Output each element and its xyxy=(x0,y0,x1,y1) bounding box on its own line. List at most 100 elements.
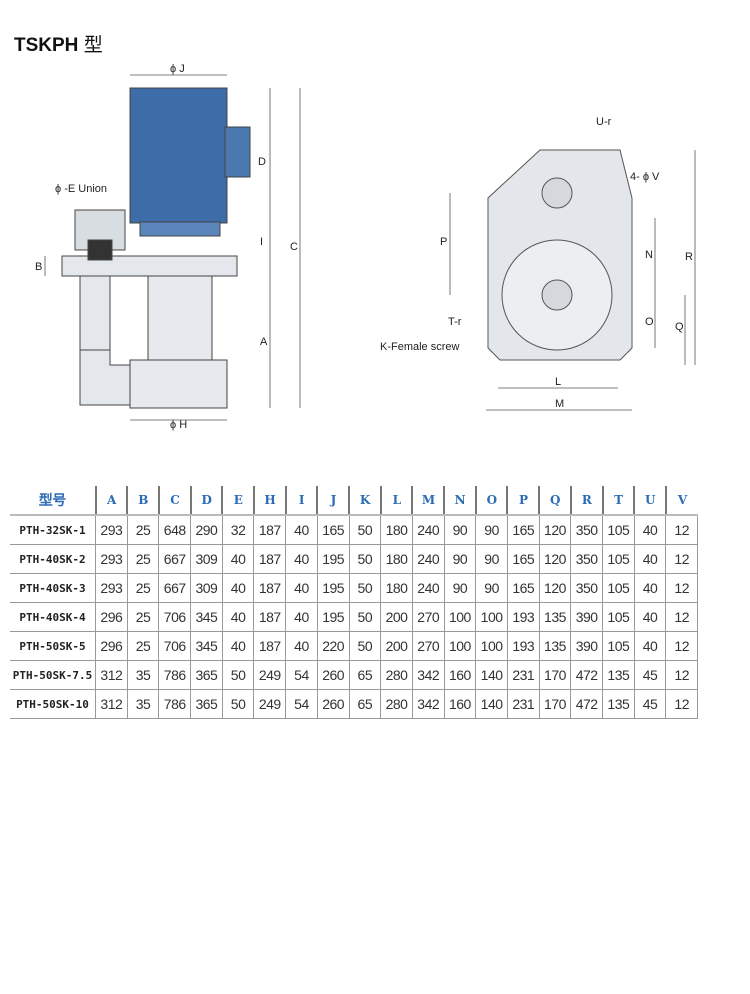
value-cell: 160 xyxy=(443,660,477,690)
value-cell: 50 xyxy=(348,573,382,603)
value-cell: 120 xyxy=(538,544,572,574)
value-cell: 193 xyxy=(506,602,540,632)
label-b: B xyxy=(35,261,42,273)
label-t-r: T-r xyxy=(448,316,462,328)
value-cell: 50 xyxy=(348,631,382,661)
value-cell: 135 xyxy=(602,689,635,719)
label-o: O xyxy=(645,316,654,328)
value-cell: 309 xyxy=(190,573,223,603)
value-cell: 25 xyxy=(126,573,160,603)
value-cell: 40 xyxy=(633,544,667,574)
value-cell: 472 xyxy=(570,689,603,719)
value-cell: 90 xyxy=(475,573,508,603)
value-cell: 260 xyxy=(316,660,350,690)
value-cell: 180 xyxy=(380,514,413,545)
value-cell: 342 xyxy=(411,689,445,719)
header-p: P xyxy=(506,486,540,516)
value-cell: 32 xyxy=(221,514,255,545)
value-cell: 667 xyxy=(158,544,192,574)
value-cell: 193 xyxy=(506,631,540,661)
header-r: R xyxy=(569,486,603,516)
label-c: C xyxy=(290,241,298,253)
label-m: M xyxy=(555,398,564,410)
value-cell: 345 xyxy=(190,602,223,632)
value-cell: 170 xyxy=(538,660,572,690)
value-cell: 120 xyxy=(538,573,572,603)
value-cell: 187 xyxy=(253,544,287,574)
title-model: TSKPH xyxy=(14,35,79,56)
label-r: R xyxy=(685,251,693,263)
value-cell: 160 xyxy=(443,689,477,719)
label-l: L xyxy=(555,376,561,388)
value-cell: 135 xyxy=(538,602,572,632)
value-cell: 293 xyxy=(95,544,128,574)
value-cell: 165 xyxy=(506,573,540,603)
value-cell: 187 xyxy=(253,602,287,632)
header-q: Q xyxy=(538,486,571,516)
value-cell: 12 xyxy=(665,660,699,690)
value-cell: 40 xyxy=(285,602,318,632)
value-cell: 365 xyxy=(190,689,223,719)
value-cell: 200 xyxy=(380,602,413,632)
label-phi-j: ϕ J xyxy=(170,63,185,75)
value-cell: 105 xyxy=(602,544,635,574)
value-cell: 200 xyxy=(380,631,413,661)
value-cell: 50 xyxy=(348,514,382,545)
motor-body xyxy=(129,87,228,224)
value-cell: 25 xyxy=(126,544,160,574)
value-cell: 786 xyxy=(158,660,192,690)
value-cell: 706 xyxy=(158,631,192,661)
value-cell: 270 xyxy=(411,602,445,632)
value-cell: 40 xyxy=(221,573,255,603)
page-title: TSKPH 型 xyxy=(14,30,103,57)
value-cell: 249 xyxy=(253,660,287,690)
label-u-r: U-r xyxy=(596,116,612,128)
value-cell: 35 xyxy=(126,660,160,690)
title-suffix: 型 xyxy=(83,34,103,56)
value-cell: 342 xyxy=(411,660,445,690)
value-cell: 90 xyxy=(475,544,508,574)
value-cell: 312 xyxy=(95,689,128,719)
label-n: N xyxy=(645,249,653,261)
header-l: L xyxy=(379,486,413,516)
model-cell: PTH-50SK-10 xyxy=(10,689,96,719)
value-cell: 105 xyxy=(602,514,635,545)
label-p: P xyxy=(440,236,447,248)
value-cell: 54 xyxy=(285,689,318,719)
value-cell: 105 xyxy=(602,602,635,632)
value-cell: 187 xyxy=(253,573,287,603)
value-cell: 165 xyxy=(316,514,350,545)
value-cell: 100 xyxy=(443,631,477,661)
value-cell: 90 xyxy=(475,514,508,545)
value-cell: 140 xyxy=(475,660,508,690)
value-cell: 786 xyxy=(158,689,192,719)
value-cell: 312 xyxy=(95,660,128,690)
value-cell: 170 xyxy=(538,689,572,719)
pump-top-view xyxy=(487,149,633,361)
label-i: I xyxy=(260,236,263,248)
value-cell: 165 xyxy=(506,514,540,545)
header-c: C xyxy=(157,486,191,516)
value-cell: 45 xyxy=(633,689,667,719)
value-cell: 105 xyxy=(602,573,635,603)
label-phi-h: ϕ H xyxy=(170,419,187,431)
value-cell: 180 xyxy=(380,573,413,603)
value-cell: 100 xyxy=(475,602,508,632)
value-cell: 12 xyxy=(665,544,699,574)
header-t: T xyxy=(601,486,635,516)
label-k-female-screw: K-Female screw xyxy=(380,341,460,353)
value-cell: 25 xyxy=(126,602,160,632)
value-cell: 293 xyxy=(95,573,128,603)
value-cell: 45 xyxy=(633,660,667,690)
value-cell: 65 xyxy=(348,689,382,719)
header-m: M xyxy=(411,486,445,516)
value-cell: 280 xyxy=(380,660,413,690)
value-cell: 231 xyxy=(506,689,540,719)
value-cell: 12 xyxy=(665,631,699,661)
